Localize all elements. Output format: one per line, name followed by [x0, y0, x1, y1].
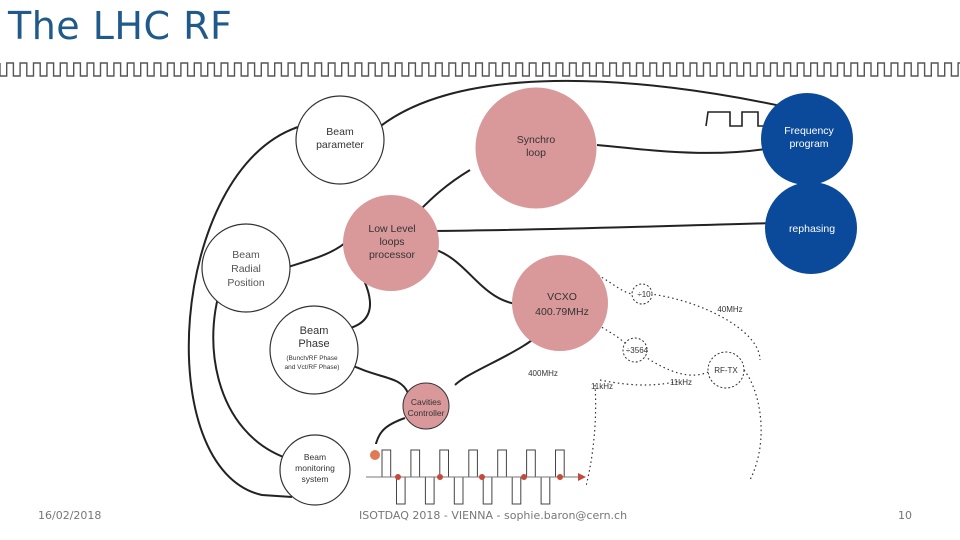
cavities-controller-node	[402, 382, 450, 430]
rf-tx-node	[707, 351, 745, 389]
clock-signal-decoration	[0, 62, 960, 77]
freq-40mhz-label: 40MHz	[717, 305, 742, 314]
frequency-program-node	[761, 93, 853, 185]
page-number: 10	[898, 509, 912, 522]
pickup-markers	[395, 474, 563, 480]
beam-phase-node	[269, 305, 359, 395]
beam-direction-arrow	[578, 473, 586, 481]
link-beam-parameter-monitoring	[187, 126, 299, 498]
beam-radial-position-node	[201, 223, 291, 313]
rf-tx-label: RF-TX	[714, 366, 738, 375]
div10-node	[631, 283, 653, 305]
low-level-processor-node	[343, 195, 439, 291]
link-cavities-pickup	[374, 417, 406, 449]
synchro-loop-node	[475, 87, 597, 209]
div3564-node	[622, 337, 648, 363]
link-frequency-synchro	[596, 144, 788, 154]
freq-400mhz-label: 400MHz	[528, 369, 558, 378]
freq-11khz-left-label: 11kHz	[591, 382, 613, 391]
rephasing-label: rephasing	[789, 223, 835, 235]
link-radial-lowlevel	[284, 242, 346, 269]
link-synchro-lowlevel	[419, 169, 471, 211]
slide-title: The LHC RF	[8, 4, 233, 48]
freq-11khz-right-label: 11kHz	[670, 378, 692, 387]
vcxo-node	[512, 255, 608, 351]
beam-parameter-node	[295, 95, 385, 185]
footer-center: ISOTDAQ 2018 - VIENNA - sophie.baron@cer…	[359, 509, 628, 522]
beam-monitoring-node	[279, 434, 351, 506]
div10-label: ÷10	[637, 290, 651, 299]
footer-date: 16/02/2018	[38, 509, 102, 522]
accelerator-schematic	[354, 444, 586, 514]
rephasing-node	[765, 182, 857, 274]
link-lowlevel-rephasing	[429, 222, 779, 232]
link-beam-parameter-frequency	[369, 79, 791, 136]
source-marker	[370, 450, 380, 460]
div3564-label: ÷3564	[626, 346, 649, 355]
